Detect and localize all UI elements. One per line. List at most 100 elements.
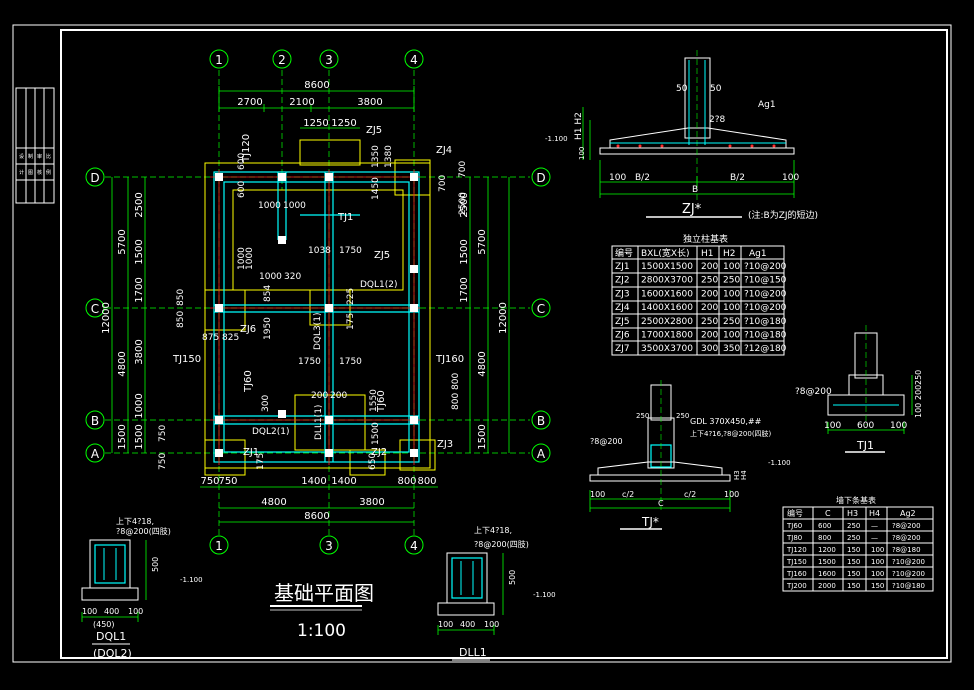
axis-label-a-right: A — [537, 447, 546, 461]
dql-elev: -1.100 — [180, 576, 203, 584]
n1950: 1950 — [263, 317, 273, 340]
n1038: 1038 — [308, 246, 331, 256]
n300: 300 — [261, 395, 271, 412]
axis-label-b-right: B — [537, 414, 545, 428]
dll-rebar: 上下4?18, — [474, 526, 512, 535]
axis-label-4-bottom: 4 — [410, 539, 418, 553]
dql-d400: 400 — [104, 607, 119, 616]
tj-d100b: 100 — [724, 490, 739, 499]
dql-paren: (450) — [93, 620, 115, 629]
tj-th-1: C — [825, 509, 831, 518]
zj-table-cell: 100 — [723, 331, 740, 341]
n225: 225 — [346, 288, 356, 305]
zj-table-cell: 100 — [723, 289, 740, 299]
zj-table-cell: ?10@180 — [744, 317, 787, 327]
dim-left-s1: 2500 — [134, 192, 145, 217]
title-block — [15, 87, 55, 204]
zj-table-cell: ZJ6 — [615, 331, 630, 341]
n1350: 1350 — [371, 145, 381, 168]
tj1-d250: 250 — [914, 370, 923, 385]
zj-table-cell: 1500X1500 — [641, 262, 693, 272]
tj-table-cell: — — [871, 534, 878, 542]
tj-th-3: H4 — [869, 509, 880, 518]
zj-table-cell: 1600X1600 — [641, 289, 693, 299]
dim-right-s3: 1700 — [459, 277, 470, 302]
tj1-d100a: 100 — [824, 421, 841, 431]
zj-h1h2: H1 H2 — [574, 112, 584, 140]
zj-section — [582, 50, 795, 218]
n1000a: 1000 — [258, 201, 281, 211]
tj-r1: ?8@200 — [590, 437, 623, 446]
zj-table-cell: 2500X2800 — [641, 317, 693, 327]
dim-bot-total: 8600 — [304, 511, 329, 522]
inner-frame — [60, 29, 948, 659]
tj-table-cell: ?10@180 — [892, 582, 925, 590]
tj-d250a: 250 — [636, 412, 649, 420]
lbl-zj1: ZJ1 — [243, 447, 259, 458]
dql-d100a: 100 — [82, 607, 97, 616]
n2500: 2500 — [458, 192, 468, 215]
zj-table-cell: 250 — [723, 276, 740, 286]
dql-title1: DQL1 — [96, 630, 126, 643]
n650: 650 — [368, 453, 378, 470]
dim-bot-p5: 800 — [397, 476, 416, 487]
zj-table-cell: 200 — [701, 331, 718, 341]
zj-table-cell: ?12@180 — [744, 344, 787, 354]
n875: 875 — [202, 333, 219, 343]
zj-th-2: H1 — [701, 249, 714, 259]
zj-b: B — [692, 185, 698, 195]
tj-table-cell: 150 — [871, 582, 884, 590]
axis-label-c-right: C — [537, 302, 545, 316]
zj-table-cell: 250 — [701, 317, 718, 327]
dim-bot-1: 4800 — [261, 497, 286, 508]
n175b: 175 — [256, 453, 266, 470]
n1380: 1380 — [384, 145, 394, 168]
dim-left-s3: 1700 — [134, 277, 145, 302]
lbl-tj120: TJ120 — [241, 134, 252, 163]
zj-table-cell: ?10@200 — [744, 303, 787, 313]
n200b: 200 — [330, 391, 347, 401]
zj-table-cell: ZJ2 — [615, 276, 630, 286]
tj-table-cell: TJ150 — [786, 558, 807, 566]
lbl-tj60b: TJ60 — [376, 390, 387, 413]
n700b: 700 — [438, 175, 448, 192]
zj-table-cell: ZJ4 — [615, 303, 630, 313]
zj-th-3: H2 — [723, 249, 736, 259]
top-dimension-lines — [218, 86, 415, 129]
tj-chalf1: c/2 — [622, 490, 634, 499]
dim-left-a: 5700 — [117, 229, 128, 254]
dql-d100b: 100 — [128, 607, 143, 616]
zj-ag1: Ag1 — [758, 100, 776, 110]
axis-label-4: 4 — [410, 53, 418, 67]
columns — [215, 173, 418, 457]
dll-section — [437, 552, 504, 661]
dll-d400: 400 — [460, 620, 475, 629]
n1000e: 1000 — [259, 272, 282, 282]
zj-table-cell: ZJ5 — [615, 317, 630, 327]
tb-cell-6: 核 — [37, 169, 42, 176]
lbl-dql3: DQL3(1) — [313, 312, 323, 350]
zj-table-cell: 250 — [723, 317, 740, 327]
tj-title: TJ* — [641, 515, 659, 529]
zj-table-cell: ?10@200 — [744, 289, 787, 299]
n1750b: 1750 — [298, 357, 321, 367]
zj-table-cell: ZJ7 — [615, 344, 630, 354]
tj-table-cell: 150 — [847, 558, 860, 566]
dim-left-b: 4800 — [117, 351, 128, 376]
tb-cell-5: 审 — [37, 153, 42, 160]
n800b: 800 — [451, 373, 461, 390]
tj-table-cell: 100 — [871, 558, 884, 566]
tb-cell-4: 图 — [28, 170, 33, 176]
dim-top-1: 2700 — [237, 97, 262, 108]
n1000b: 1000 — [283, 201, 306, 211]
zj-table — [611, 245, 785, 356]
n1000d: 1000 — [245, 247, 255, 270]
axis-label-d-right: D — [536, 171, 545, 185]
lbl-zj3: ZJ3 — [437, 439, 453, 450]
tj-chalf2: c/2 — [684, 490, 696, 499]
tj-table-cell: ?8@200 — [892, 522, 921, 530]
dql-section — [81, 539, 147, 645]
lbl-zj5b: ZJ5 — [374, 250, 390, 261]
tj-th-4: Ag2 — [900, 509, 916, 518]
n1000c: 1000 — [237, 247, 247, 270]
